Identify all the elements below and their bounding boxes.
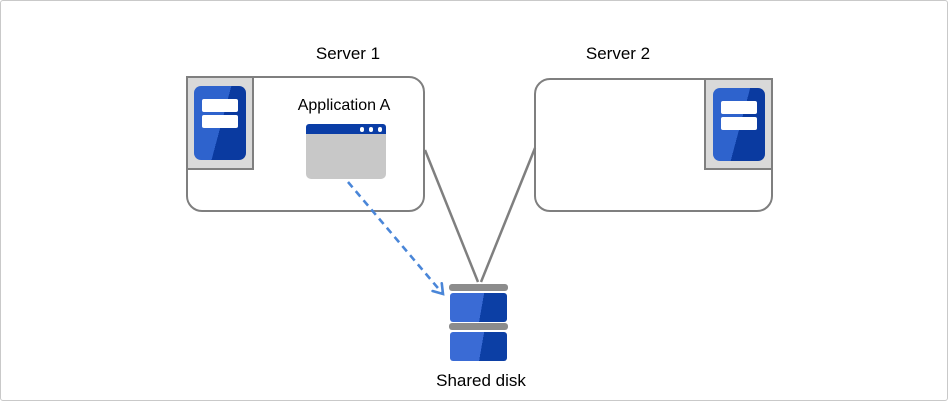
application-window-icon	[306, 124, 386, 179]
drive-slot-icon	[202, 115, 238, 128]
window-body	[306, 134, 386, 179]
server1-to-disk-line	[423, 149, 480, 283]
disk-cap	[449, 284, 508, 291]
drive-slot-icon	[202, 99, 238, 112]
server1-title: Server 1	[315, 44, 381, 63]
drive-slot-icon	[721, 101, 757, 114]
window-dot-icon	[359, 127, 364, 132]
window-dot-icon	[377, 127, 382, 132]
server1-computer-icon	[186, 76, 254, 170]
server2-title: Server 2	[585, 44, 651, 63]
disk-unit	[450, 293, 507, 322]
window-titlebar	[306, 124, 386, 134]
disk-cap	[449, 323, 508, 330]
window-dot-icon	[368, 127, 373, 132]
computer-tower-icon	[194, 86, 246, 160]
application-label: Application A	[297, 97, 391, 114]
server2-to-disk-line	[479, 147, 537, 283]
computer-tower-icon	[713, 88, 765, 161]
shared-disk-label: Shared disk	[436, 371, 526, 390]
server2-computer-icon	[704, 78, 773, 170]
disk-unit	[450, 332, 507, 361]
drive-slot-icon	[721, 117, 757, 130]
shared-disk-icon	[449, 284, 508, 361]
